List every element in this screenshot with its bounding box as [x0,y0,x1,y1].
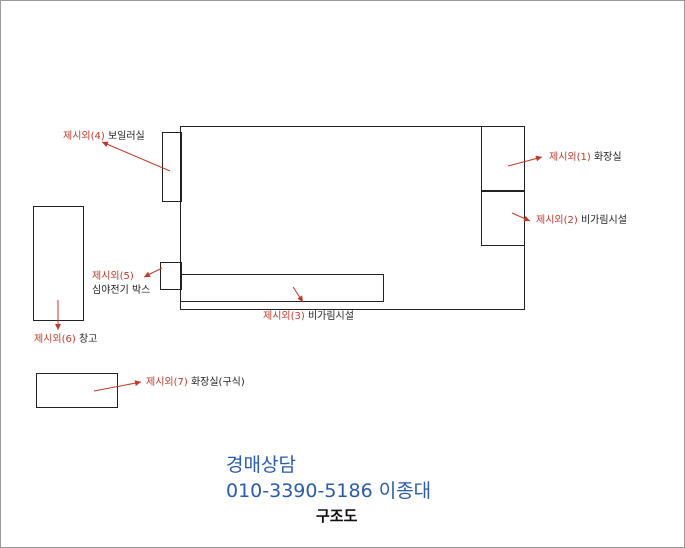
toilet-block [481,126,525,192]
label-shelter-right-code: 제시외(2) [536,215,578,226]
label-toilet-code: 제시외(1) [549,152,591,163]
arrow-shelter2 [511,212,531,222]
label-meter-box: 제시외(5) [92,271,134,283]
label-shelter-bottom: 제시외(3) 비가림시설 [263,311,354,323]
old-toilet-block [36,373,118,408]
boiler-room-block [162,132,182,202]
consult-heading: 경매상담 [226,454,296,476]
arrow-boiler [101,141,171,172]
label-boiler-room-text: 보일러실 [104,131,145,142]
label-storage-text: 창고 [75,334,98,345]
arrow-shelter3 [292,286,304,303]
label-boiler-room-code: 제시외(4) [63,131,105,142]
label-shelter-bottom-text: 비가림시설 [304,311,354,322]
label-shelter-right-text: 비가림시설 [577,215,627,226]
label-toilet-text: 화장실 [590,152,622,163]
label-shelter-bottom-code: 제시외(3) [263,311,305,322]
label-old-toilet: 제시외(7) 화장실(구식) [146,377,245,389]
arrow-toilet [507,155,543,167]
label-boiler-room: 제시외(4) 보일러실 [63,131,145,143]
label-meter-box-line2: 심야전기 박스 [92,285,151,296]
arrow-meter [143,267,163,278]
diagram-title: 구조도 [316,507,358,525]
consult-phone: 010-3390-5186 이종대 [226,480,432,502]
label-old-toilet-code: 제시외(7) [146,377,188,388]
label-toilet: 제시외(1) 화장실 [549,152,622,164]
label-shelter-right: 제시외(2) 비가림시설 [536,215,627,227]
label-storage-code: 제시외(6) [34,334,76,345]
arrow-old-toilet [93,380,142,392]
label-old-toilet-text: 화장실(구식) [187,377,245,388]
label-meter-box-code: 제시외(5) [92,271,134,282]
meter-box-block [160,262,182,290]
label-storage: 제시외(6) 창고 [34,334,97,346]
shelter-strip-bottom [180,274,384,302]
